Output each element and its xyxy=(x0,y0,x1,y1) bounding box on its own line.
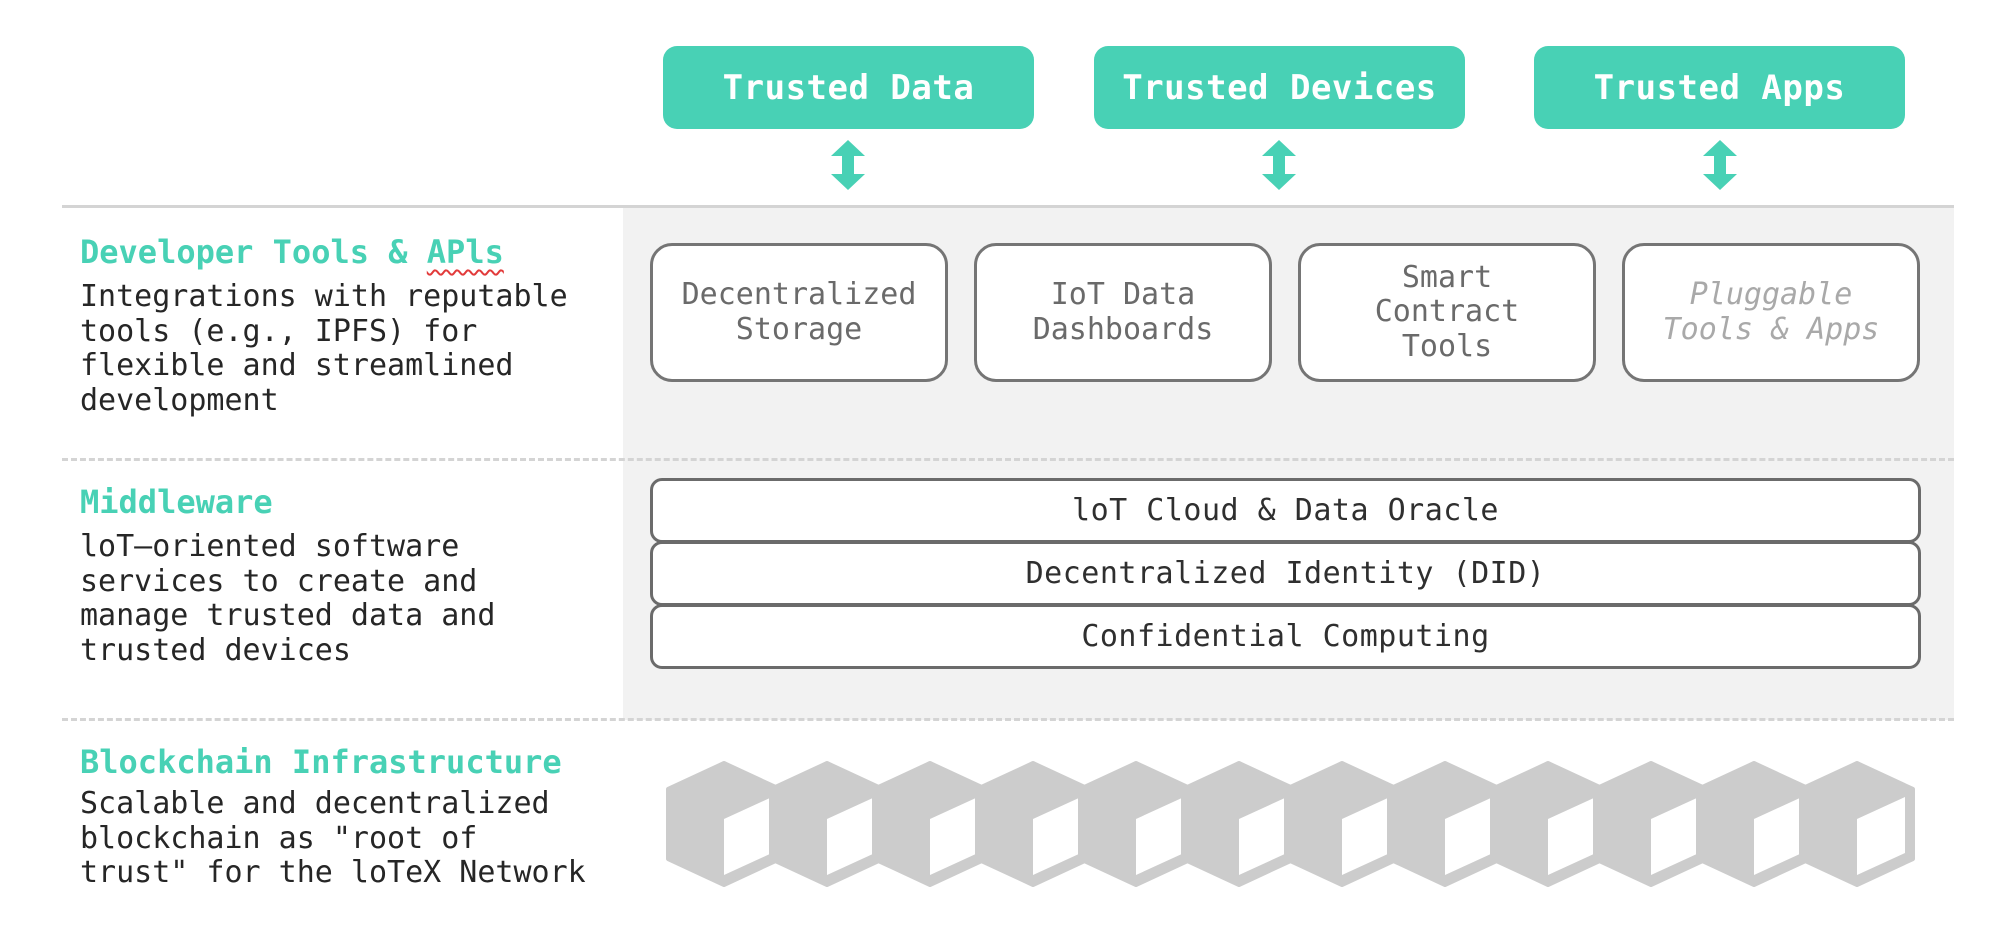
cube-icon xyxy=(975,761,1091,887)
bar-decentralized-identity: Decentralized Identity (DID) xyxy=(650,541,1921,606)
middleware-title: Middleware xyxy=(80,483,273,521)
tool-box-iot-data-dashboards: IoT Data Dashboards xyxy=(974,243,1272,382)
tool-box-decentralized-storage: Decentralized Storage xyxy=(650,243,948,382)
cube-icon xyxy=(769,761,885,887)
trusted-data-box: Trusted Data xyxy=(663,46,1034,129)
bar-iot-cloud-data-oracle: loT Cloud & Data Oracle xyxy=(650,478,1921,543)
blockchain-description: Scalable and decentralized blockchain as… xyxy=(80,786,586,890)
middleware-blockchain-divider xyxy=(62,718,1954,721)
double-vertical-arrow-icon xyxy=(831,140,865,190)
cube-icon xyxy=(1387,761,1503,887)
trusted-data-label: Trusted Data xyxy=(722,67,975,108)
blockchain-cubes xyxy=(666,761,1915,887)
cube-icon xyxy=(1696,761,1812,887)
cube-icon xyxy=(1490,761,1606,887)
cube-icon xyxy=(1593,761,1709,887)
trusted-devices-box: Trusted Devices xyxy=(1094,46,1465,129)
cube-icon xyxy=(872,761,988,887)
dev-tools-description: Integrations with reputable tools (e.g.,… xyxy=(80,279,568,418)
tool-box-pluggable-tools: Pluggable Tools & Apps xyxy=(1622,243,1920,382)
cube-icon xyxy=(1284,761,1400,887)
dev-tools-title-main: Developer Tools & xyxy=(80,233,427,271)
tool-box-smart-contract-tools: Smart Contract Tools xyxy=(1298,243,1596,382)
top-divider xyxy=(62,205,1954,208)
cube-icon xyxy=(666,761,782,887)
trusted-apps-label: Trusted Apps xyxy=(1593,67,1846,108)
blockchain-title: Blockchain Infrastructure xyxy=(80,743,562,781)
cube-icon xyxy=(1078,761,1194,887)
dev-tools-title-tail: APls xyxy=(426,233,504,271)
double-vertical-arrow-icon xyxy=(1262,140,1296,190)
middleware-description: loT–oriented software services to create… xyxy=(80,529,496,668)
trusted-apps-box: Trusted Apps xyxy=(1534,46,1905,129)
trusted-devices-label: Trusted Devices xyxy=(1122,67,1437,108)
cube-icon xyxy=(1799,761,1915,887)
cube-icon xyxy=(1181,761,1297,887)
double-vertical-arrow-icon xyxy=(1703,140,1737,190)
bar-confidential-computing: Confidential Computing xyxy=(650,604,1921,669)
dev-tools-title: Developer Tools & APls xyxy=(80,233,504,271)
dev-middleware-divider xyxy=(62,458,1954,461)
